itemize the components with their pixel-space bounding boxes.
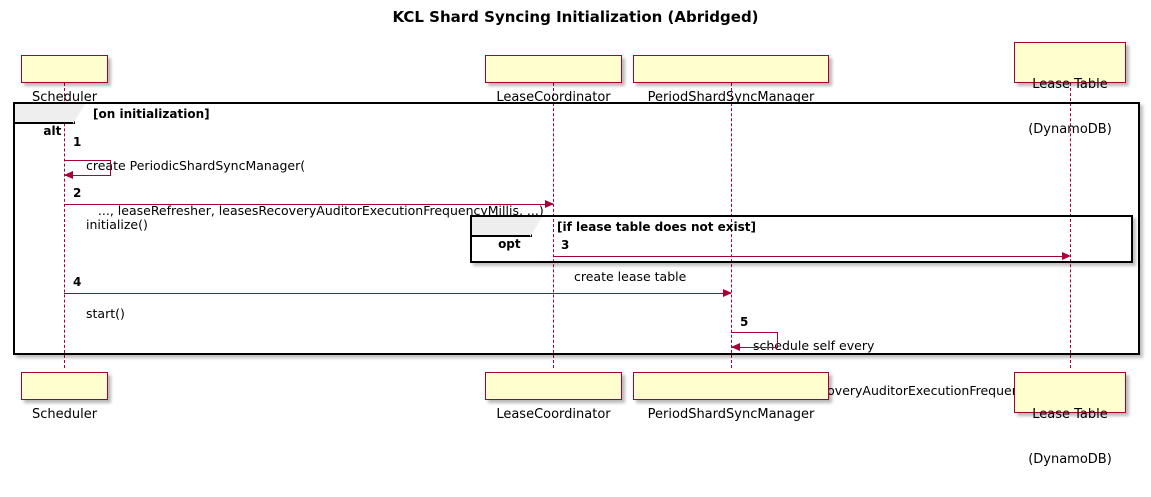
message-2-line [64,204,553,205]
lifeline-lease-coordinator [553,83,554,368]
sequence-diagram: KCL Shard Syncing Initialization (Abridg… [13,8,1140,467]
message-5-arrowhead [731,343,740,351]
message-5-self-loop [731,332,778,348]
message-4-text: start() [86,276,125,351]
lifeline-scheduler [64,83,65,368]
message-2-text: initialize() [86,187,148,262]
message-3-line [553,256,1062,257]
participant-period-shard-sync-manager-bottom[interactable]: PeriodShardSyncManager [633,372,829,422]
fragment-alt-keyword-tab: alt [15,104,85,138]
message-5-text-line1: schedule self every [753,338,875,353]
message-5-number: 5 [740,315,749,329]
message-3-arrowhead [1062,251,1071,260]
message-2-number: 2 [73,186,82,200]
message-3-number: 3 [561,238,570,252]
participant-lease-coordinator-top[interactable]: LeaseCoordinator [485,55,622,105]
participant-lease-coordinator-bottom[interactable]: LeaseCoordinator [485,372,622,422]
participant-lease-table-bottom[interactable]: Lease Table (DynamoDB) [1014,372,1126,467]
message-1-text-line1: create PeriodicShardSyncManager( [86,158,306,173]
fragment-opt [470,215,1133,263]
message-5-text: schedule self every leasesRecoveryAudito… [753,308,1065,428]
participant-label: LeaseCoordinator [496,90,611,105]
participant-label: PeriodShardSyncManager [647,407,815,422]
message-1-self-loop [64,160,111,176]
participant-label-line1: Lease Table [1032,407,1108,422]
participant-scheduler-bottom[interactable]: Scheduler [21,372,108,422]
message-4-line [64,293,731,294]
participant-label-line2: (DynamoDB) [1028,122,1112,137]
message-2-text-line1: initialize() [86,217,148,232]
message-4-arrowhead [723,288,732,297]
fragment-opt-condition: [if lease table does not exist] [557,220,757,234]
participant-label: PeriodShardSyncManager [647,90,815,105]
participant-label: LeaseCoordinator [496,407,611,422]
lifeline-period-shard-sync-manager [731,83,732,368]
message-3-text-line1: create lease table [574,269,687,284]
message-1-text: create PeriodicShardSyncManager( ..., le… [86,128,544,248]
message-5-text-line2: leasesRecoveryAuditorExecutionFrequencyM… [753,383,1066,398]
message-4-text-line1: start() [86,306,125,321]
diagram-title: KCL Shard Syncing Initialization (Abridg… [392,8,759,26]
message-1-number: 1 [73,135,82,149]
message-2-arrowhead [545,199,554,208]
participant-label: Scheduler [31,90,98,105]
participant-label-line2: (DynamoDB) [1028,452,1112,467]
fragment-alt-condition: [on initialization] [93,107,210,121]
participant-period-shard-sync-manager-top[interactable]: PeriodShardSyncManager [633,55,829,105]
message-4-number: 4 [73,275,82,289]
lifeline-lease-table [1070,83,1071,368]
fragment-opt-keyword-tab: opt [472,217,542,251]
participant-scheduler-top[interactable]: Scheduler [21,55,108,105]
participant-label-line1: Lease Table [1032,77,1108,92]
message-1-arrowhead [64,171,73,179]
message-3-text: create lease table [574,239,686,314]
participant-lease-table-top[interactable]: Lease Table (DynamoDB) [1014,42,1126,137]
participant-label: Scheduler [31,407,98,422]
fragment-alt-keyword: alt [43,124,62,138]
fragment-opt-keyword: opt [498,237,521,251]
message-1-text-line2: ..., leaseRefresher, leasesRecoveryAudit… [86,203,544,218]
fragment-alt [13,102,1140,355]
